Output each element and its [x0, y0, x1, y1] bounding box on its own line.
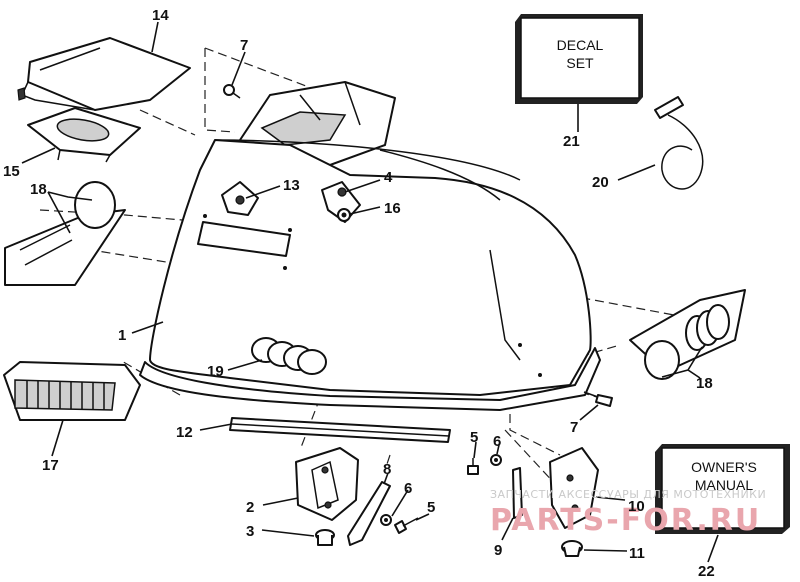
part-15-vent-plate: [27, 107, 141, 163]
callout-18-right: 18: [696, 375, 713, 392]
decal-box-line2: SET: [566, 55, 594, 71]
part-6-washer-right: [490, 454, 502, 466]
callout-4: 4: [384, 169, 393, 186]
callout-22: 22: [698, 563, 715, 580]
part-22-owners-manual-box: [655, 444, 790, 534]
callout-8: 8: [383, 461, 391, 478]
callout-6-mid: 6: [404, 480, 412, 497]
part-17-vent-grille: [3, 361, 141, 421]
part-5-screw-right: [467, 458, 479, 475]
part-14-lid: [17, 37, 191, 111]
callout-13: 13: [283, 177, 300, 194]
part-6-washer-mid: [380, 514, 392, 526]
callout-2: 2: [246, 499, 254, 516]
part-19-round-decals: [251, 337, 327, 375]
callout-12: 12: [176, 424, 193, 441]
leader-lines: [21, 21, 719, 563]
callout-9: 9: [494, 542, 502, 559]
part-7-screw-top: [223, 84, 241, 99]
part-11-grommet: [561, 540, 583, 557]
part-10-latch-plate: [549, 447, 599, 529]
watermark-site: PARTS-FOR.RU: [490, 503, 761, 538]
callout-19: 19: [207, 363, 224, 380]
part-2-latch: [295, 447, 359, 521]
part-20-tether-cable: [654, 96, 704, 190]
callout-3: 3: [246, 523, 254, 540]
part-18-right-decals: [629, 289, 746, 380]
part-16-washer: [337, 208, 351, 222]
part-12-seal-strip: [229, 417, 451, 443]
callout-1: 1: [118, 327, 126, 344]
callout-10: 10: [628, 498, 645, 515]
callout-18-left: 18: [30, 181, 47, 198]
part-7-screw-right: [583, 391, 613, 407]
part-1-engine-cover: [139, 81, 601, 411]
callout-20: 20: [592, 174, 609, 191]
watermark-tagline: ЗАПЧАСТИ АКСЕССУАРЫ ДЛЯ МОТОТЕХНИКИ: [490, 488, 766, 501]
callout-7-top: 7: [240, 37, 248, 54]
part-3-grommet: [315, 529, 335, 546]
part-21-decal-set-box: [515, 14, 643, 104]
manual-box-line1: OWNER'S: [691, 459, 757, 475]
manual-box-line2: MANUAL: [695, 477, 754, 493]
callout-15: 15: [3, 163, 20, 180]
part-18-left-decals: [4, 181, 126, 286]
callout-11: 11: [629, 545, 645, 562]
callout-7-right: 7: [570, 419, 578, 436]
callout-5-right: 5: [470, 429, 478, 446]
callout-16: 16: [384, 200, 401, 217]
callout-6-right: 6: [493, 433, 501, 450]
part-9-strap: [512, 467, 523, 519]
part-5-screw-mid: [394, 517, 419, 534]
callout-14: 14: [152, 7, 169, 24]
callout-labels: 14 7 15 18 13 4 16 21 20 1 19 18 7 12 17…: [3, 7, 715, 580]
callout-17: 17: [42, 457, 59, 474]
callout-5-mid: 5: [427, 499, 435, 516]
decal-box-line1: DECAL: [557, 37, 604, 53]
part-8-lever: [347, 481, 391, 546]
callout-21: 21: [563, 133, 580, 150]
part-13-bracket: [221, 181, 259, 216]
